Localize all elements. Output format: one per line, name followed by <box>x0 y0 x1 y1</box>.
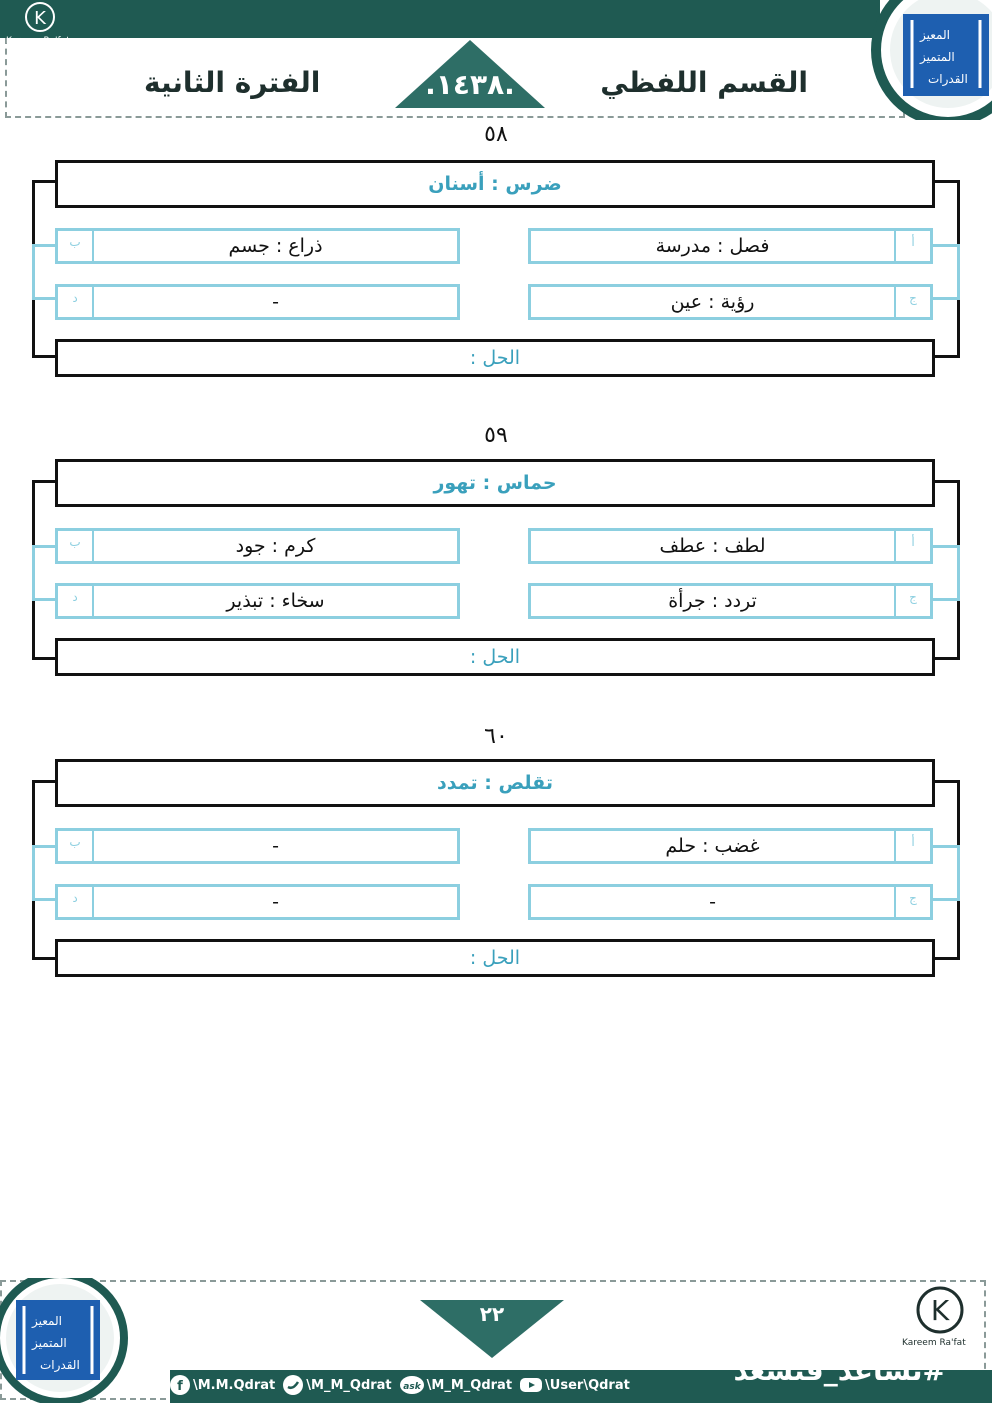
option-text: ذراع : جسم <box>228 235 323 257</box>
logo-word-3: القدرات <box>928 72 968 86</box>
brand-small: Kareem Ra'fat <box>902 1338 966 1348</box>
option-text: - <box>709 891 716 913</box>
youtube-icon <box>520 1378 543 1392</box>
option-text: كرم : جود <box>235 535 316 557</box>
option-text: تردد : جرأة <box>668 590 757 612</box>
page-number-badge <box>420 1300 564 1358</box>
answer-box[interactable]: الحل : <box>55 339 935 377</box>
question-stem: ضرس : أسنان <box>55 160 935 208</box>
left-option-bracket <box>32 545 60 601</box>
answer-box[interactable]: الحل : <box>55 638 935 676</box>
social-handle: \User\Qdrat <box>545 1377 630 1393</box>
left-option-bracket <box>32 244 60 300</box>
qudrat-logo: المعيز المتميز القدرات <box>868 0 992 127</box>
option-letter: أ <box>894 831 930 861</box>
option-letter: ب <box>58 831 94 861</box>
facebook-icon: f <box>170 1375 190 1395</box>
option-letter: ج <box>894 287 930 317</box>
right-option-bracket <box>930 845 960 901</box>
option-a[interactable]: أ لطف : عطف <box>528 528 933 564</box>
logo-word-2: المتميز <box>920 50 955 64</box>
option-a[interactable]: أ غضب : حلم <box>528 828 933 864</box>
option-text: سخاء : تبذير <box>226 590 325 612</box>
social-links: f \M.M.Qdrat \M_M_Qdrat ask \M_M_Qdrat \… <box>170 1374 710 1396</box>
option-text: - <box>272 835 279 857</box>
option-letter: د <box>58 287 94 317</box>
option-d[interactable]: د - <box>55 284 460 320</box>
option-letter: د <box>58 887 94 917</box>
social-askfm[interactable]: ask \M_M_Qdrat <box>399 1375 513 1395</box>
logo-word-3: القدرات <box>40 1358 80 1372</box>
year-text: .١٤٣٨. <box>425 68 515 101</box>
question-bracket <box>32 780 960 960</box>
question-number: ٦٠ <box>484 724 508 749</box>
option-letter: د <box>58 586 94 616</box>
option-b[interactable]: ب - <box>55 828 460 864</box>
option-letter: أ <box>894 231 930 261</box>
option-b[interactable]: ب كرم : جود <box>55 528 460 564</box>
question-stem: تقلص : تمدد <box>55 759 935 807</box>
question-number: ٥٩ <box>484 423 508 448</box>
askfm-icon: ask <box>399 1376 424 1394</box>
brand-small: Kareem Ra'fat <box>6 36 70 46</box>
question-number: ٥٨ <box>484 122 508 147</box>
social-handle: \M_M_Qdrat <box>426 1377 513 1393</box>
year-badge <box>395 40 545 108</box>
option-letter: ج <box>894 586 930 616</box>
question-stem: حماس : تهور <box>55 459 935 507</box>
option-text: فصل : مدرسة <box>655 235 770 257</box>
header-band <box>0 0 880 38</box>
logo-word-2: المتميز <box>32 1336 67 1350</box>
option-d[interactable]: د سخاء : تبذير <box>55 583 460 619</box>
option-text: لطف : عطف <box>659 535 766 557</box>
social-twitter[interactable]: \M_M_Qdrat <box>283 1375 392 1395</box>
svg-text:K: K <box>34 8 47 29</box>
social-youtube[interactable]: \User\Qdrat <box>520 1376 630 1394</box>
option-a[interactable]: أ فصل : مدرسة <box>528 228 933 264</box>
option-letter: ب <box>58 531 94 561</box>
logo-word-1: المعيز <box>920 28 950 42</box>
option-letter: أ <box>894 531 930 561</box>
option-text: رؤية : عين <box>670 291 755 313</box>
option-b[interactable]: ب ذراع : جسم <box>55 228 460 264</box>
kareem-logo: K Kareem Ra'fat <box>6 0 86 48</box>
option-letter: ب <box>58 231 94 261</box>
left-option-bracket <box>32 845 60 901</box>
option-text: - <box>272 891 279 913</box>
option-c[interactable]: ج تردد : جرأة <box>528 583 933 619</box>
svg-text:f: f <box>177 1379 183 1394</box>
right-option-bracket <box>930 244 960 300</box>
kareem-logo-footer: K Kareem Ra'fat <box>900 1284 980 1350</box>
option-text: - <box>272 291 279 313</box>
page-number: ٢٢ <box>479 1302 505 1326</box>
option-c[interactable]: ج رؤية : عين <box>528 284 933 320</box>
svg-text:K: K <box>931 1294 950 1327</box>
hashtag: #نساعد_فنسعد <box>733 1354 946 1387</box>
logo-word-1: المعيز <box>32 1314 62 1328</box>
qudrat-logo-footer: المعيز المتميز القدرات <box>0 1270 130 1406</box>
period-title: الفترة الثانية <box>144 66 321 99</box>
social-handle: \M.M.Qdrat <box>193 1377 276 1393</box>
answer-box[interactable]: الحل : <box>55 939 935 977</box>
right-option-bracket <box>930 545 960 601</box>
question-bracket <box>32 480 960 660</box>
option-d[interactable]: د - <box>55 884 460 920</box>
twitter-icon <box>283 1375 304 1395</box>
option-text: غضب : حلم <box>665 835 760 857</box>
social-handle: \M_M_Qdrat <box>306 1377 392 1393</box>
footer-band <box>170 1370 992 1403</box>
social-facebook[interactable]: f \M.M.Qdrat <box>170 1375 275 1395</box>
option-letter: ج <box>894 887 930 917</box>
option-c[interactable]: ج - <box>528 884 933 920</box>
section-title: القسم اللفظي <box>600 66 808 99</box>
askfm-label: ask <box>403 1382 421 1392</box>
